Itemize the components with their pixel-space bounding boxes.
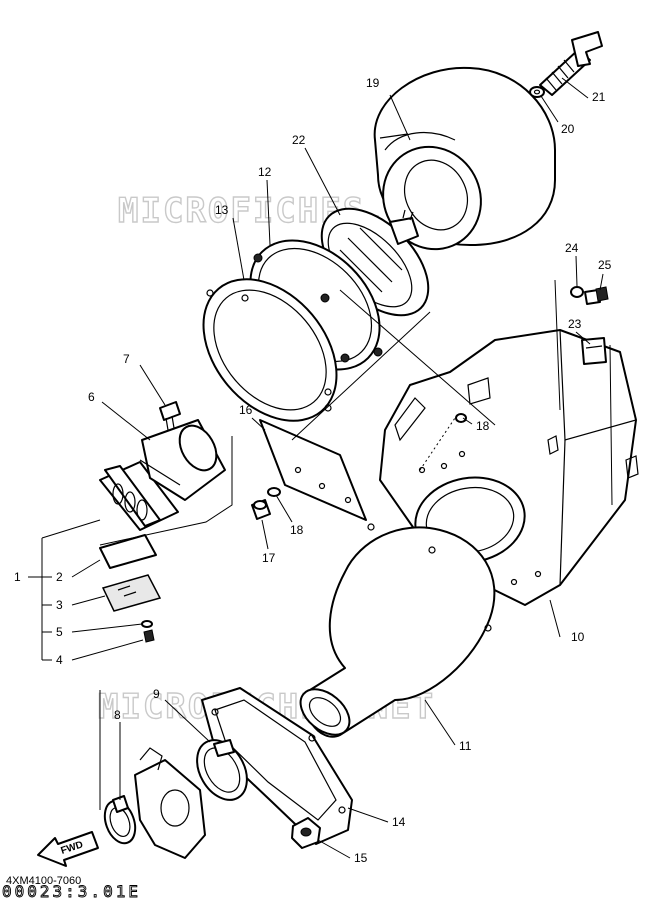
- callout-23: 23: [568, 317, 582, 331]
- callout-21: 21: [592, 90, 606, 104]
- bolt: [539, 31, 603, 96]
- washer-18-upper: [455, 413, 467, 423]
- callout-18-lower: 18: [290, 523, 304, 537]
- air-filter-element: [373, 66, 556, 251]
- screw: [251, 499, 271, 520]
- callout-22: 22: [292, 133, 306, 147]
- callout-15: 15: [354, 851, 368, 865]
- callout-6: 6: [88, 390, 95, 404]
- washer: [529, 86, 545, 98]
- callout-8: 8: [114, 708, 121, 722]
- reed-washer: [141, 620, 153, 628]
- washer-18-lower: [267, 487, 281, 497]
- carburetor: [134, 747, 206, 859]
- clamp: [103, 795, 137, 845]
- callout-2: 2: [56, 570, 63, 584]
- nut: [291, 817, 321, 849]
- callout-14: 14: [392, 815, 406, 829]
- callout-13: 13: [215, 203, 229, 217]
- callout-5: 5: [56, 625, 63, 639]
- callout-24: 24: [565, 241, 579, 255]
- callout-1: 1: [14, 570, 21, 584]
- callout-12: 12: [258, 165, 272, 179]
- callout-3: 3: [56, 598, 63, 612]
- callout-10: 10: [571, 630, 585, 644]
- reed-valve-body: [99, 461, 179, 531]
- clip: [581, 337, 607, 365]
- callout-20: 20: [561, 122, 575, 136]
- leader-lines: [28, 77, 613, 859]
- callout-7: 7: [123, 352, 130, 366]
- callout-11: 11: [459, 739, 472, 753]
- footer-code: 00023:3.01E: [2, 882, 141, 900]
- callout-4: 4: [56, 653, 63, 667]
- bolt-25: [584, 286, 609, 305]
- reed-screw: [143, 629, 155, 643]
- reed-petal: [99, 534, 157, 569]
- intake-duct: [299, 523, 496, 738]
- plate: [259, 419, 367, 521]
- callout-19: 19: [366, 76, 380, 90]
- band: [196, 739, 248, 801]
- callout-9: 9: [153, 687, 160, 701]
- callout-16: 16: [239, 403, 253, 417]
- washer-24: [570, 286, 584, 298]
- forward-arrow: FWD: [37, 831, 99, 867]
- callout-labels: 1 2 3 4 5 6 7 8 9 10 11 12 13 14 15 16 1…: [14, 76, 612, 865]
- drawing-code: 4XM4100-7060: [6, 875, 81, 887]
- callout-18-upper: 18: [476, 419, 490, 433]
- reed-stopper: [101, 574, 162, 612]
- callout-25: 25: [598, 258, 612, 272]
- manifold-bolt: [159, 401, 181, 431]
- gasket: [202, 278, 338, 422]
- manifold: [139, 419, 226, 501]
- callout-17: 17: [262, 551, 276, 565]
